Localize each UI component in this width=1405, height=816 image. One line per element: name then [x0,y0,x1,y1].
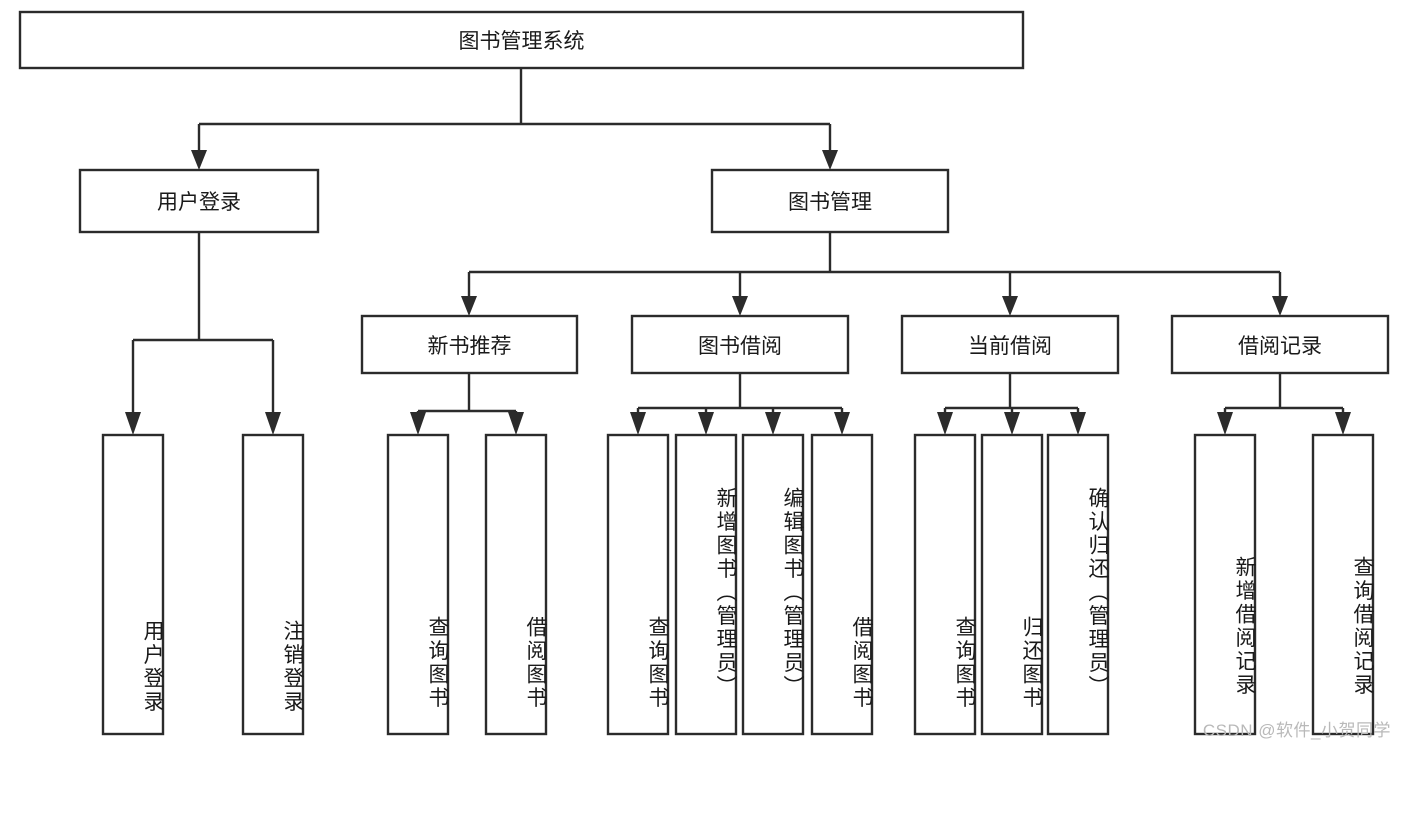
arrowhead-to-leaf-user-login [125,412,141,435]
connector-userlogin-bus [131,232,275,415]
connectors [125,68,1351,435]
arrowhead-to-leaf-loan-return-book [1004,412,1020,435]
arrowhead-to-leaf-user-logout [265,412,281,435]
arrowhead-to-leaf-loan-confirm-return [1070,412,1086,435]
leaf-record-add[interactable] [1193,433,1257,736]
node-boxes [18,10,1390,736]
arrowhead-to-leaf-rec-borrow-book [508,412,524,435]
arrowhead-to-leaf-rec-query-book [410,412,426,435]
leaf-borrow-edit-book[interactable] [741,433,805,736]
arrowhead-to-leaf-borrow-query-book [630,412,646,435]
leaf-loan-confirm-return[interactable] [1046,433,1110,736]
leaf-user-login[interactable] [101,433,165,736]
arrowhead-to-user-login [191,150,207,170]
leaf-rec-borrow-book[interactable] [484,433,548,736]
connector-currentloan-bus [943,373,1080,415]
connector-loanrecord-bus [1223,373,1345,415]
leaf-borrow-add-book[interactable] [674,433,738,736]
leaf-borrow-query-book[interactable] [606,433,670,736]
connector-bookborrow-bus [636,373,844,415]
leaf-loan-query-book[interactable] [913,433,977,736]
arrowhead-to-leaf-record-add [1217,412,1233,435]
arrowhead-to-book-manage [822,150,838,170]
node-user-login[interactable] [78,168,320,234]
arrowhead-to-new-book-rec [461,296,477,316]
leaf-rec-query-book[interactable] [386,433,450,736]
node-loan-record[interactable] [1170,314,1390,375]
csdn-watermark: CSDN @软件_小贺同学 [1202,721,1391,740]
connector-bookmanage-bus [467,232,1282,298]
flowchart-svg [18,10,1390,736]
arrowhead-to-current-loan [1002,296,1018,316]
leaf-record-query[interactable] [1311,433,1375,736]
arrowhead-to-leaf-record-query [1335,412,1351,435]
leaf-loan-return-book[interactable] [980,433,1044,736]
leaf-borrow-borrow-book[interactable] [810,433,874,736]
leaf-user-logout[interactable] [241,433,305,736]
connector-root-bus [197,68,832,152]
arrowhead-to-loan-record [1272,296,1288,316]
arrowhead-to-leaf-borrow-edit-book [765,412,781,435]
diagram-canvas: 图书管理系统 用户登录 图书管理 新书推荐 图书借阅 当前借阅 借阅记录 用户登… [18,10,1391,740]
connector-newbookrec-bus [416,373,518,415]
arrowhead-to-leaf-loan-query-book [937,412,953,435]
arrowhead-to-leaf-borrow-borrow-book [834,412,850,435]
arrowhead-to-leaf-borrow-add-book [698,412,714,435]
node-book-borrow[interactable] [630,314,850,375]
node-root[interactable] [18,10,1025,70]
arrowhead-to-book-borrow [732,296,748,316]
node-current-loan[interactable] [900,314,1120,375]
node-book-manage[interactable] [710,168,950,234]
node-new-book-rec[interactable] [360,314,579,375]
